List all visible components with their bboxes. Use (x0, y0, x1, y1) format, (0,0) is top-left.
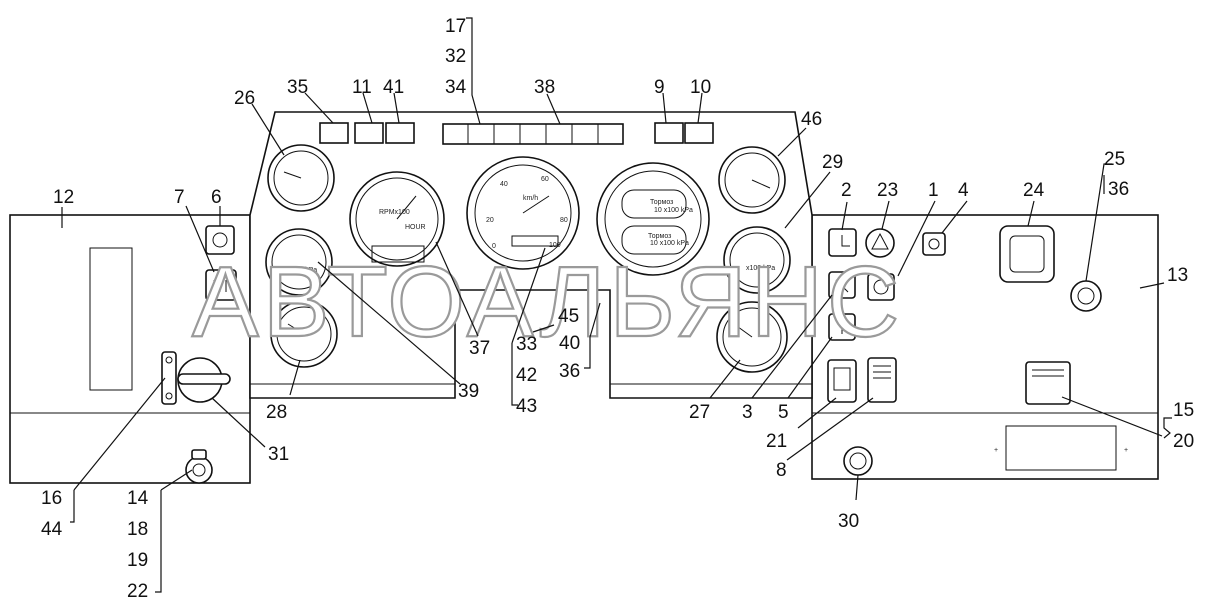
callout-4: 4 (958, 180, 969, 201)
tacho-unit: RPMx100 (379, 209, 410, 216)
speedo-80: 80 (560, 217, 568, 224)
svg-text:+: + (1124, 447, 1128, 454)
callout-10: 10 (690, 77, 711, 98)
callout-22: 22 (127, 581, 148, 602)
callout-36-right: 36 (1108, 179, 1129, 200)
pressure-unit-right: x100 kPa (746, 265, 775, 272)
callout-6: 6 (211, 187, 222, 208)
callout-21: 21 (766, 431, 787, 452)
callout-12: 12 (53, 187, 74, 208)
callout-14: 14 (127, 488, 149, 509)
speedo-20: 20 (486, 217, 494, 224)
callout-43: 43 (516, 396, 537, 417)
instrument-cluster: x100 kPa RPMx100 HOUR km/h 60 80 100 20 … (249, 111, 813, 399)
callout-8: 8 (776, 460, 787, 481)
callout-26: 26 (234, 88, 255, 109)
callout-27: 27 (689, 402, 710, 423)
callout-17: 17 (445, 16, 466, 37)
callout-25: 25 (1104, 149, 1125, 170)
callouts: 17 32 34 38 9 10 35 11 41 26 46 29 25 36… (41, 16, 1194, 602)
callout-35: 35 (287, 77, 308, 98)
callout-2: 2 (841, 180, 852, 201)
callout-20: 20 (1173, 431, 1194, 452)
callout-32: 32 (445, 46, 466, 67)
speedo-unit: km/h (523, 195, 538, 202)
leader-lines (61, 17, 1172, 593)
callout-29: 29 (822, 152, 843, 173)
callout-3: 3 (742, 402, 753, 423)
callout-9: 9 (654, 77, 665, 98)
right-panel: + + (811, 214, 1159, 480)
callout-39: 39 (458, 381, 479, 402)
callout-15: 15 (1173, 400, 1194, 421)
callout-45: 45 (558, 306, 579, 327)
left-panel (9, 214, 251, 484)
brake-scale-1: 10 x100 kPa (654, 207, 693, 214)
pressure-unit-left: x100 kPa (288, 267, 317, 274)
watermark: АВТОАЛЬЯНС (192, 246, 903, 358)
callout-18: 18 (127, 519, 148, 540)
speedo-40: 40 (500, 181, 508, 188)
callout-41: 41 (383, 77, 404, 98)
callout-5: 5 (778, 402, 789, 423)
brake-scale-2: 10 x100 kPa (650, 240, 689, 247)
callout-19: 19 (127, 550, 148, 571)
callout-31: 31 (268, 444, 289, 465)
callout-16: 16 (41, 488, 62, 509)
callout-34: 34 (445, 77, 467, 98)
callout-7: 7 (174, 187, 185, 208)
callout-28: 28 (266, 402, 287, 423)
callout-23: 23 (877, 180, 898, 201)
callout-46: 46 (801, 109, 822, 130)
callout-33: 33 (516, 334, 537, 355)
callout-38: 38 (534, 77, 555, 98)
callout-37: 37 (469, 338, 490, 359)
speedo-60: 60 (541, 176, 549, 183)
callout-40: 40 (559, 333, 580, 354)
callout-36-center: 36 (559, 361, 580, 382)
speedo-0: 0 (492, 243, 496, 250)
brake-label-1: Тормоз (650, 199, 673, 206)
callout-24: 24 (1023, 180, 1045, 201)
callout-30: 30 (838, 511, 859, 532)
callout-44: 44 (41, 519, 63, 540)
callout-42: 42 (516, 365, 537, 386)
brake-label-2: Тормоз (648, 233, 671, 240)
callout-13: 13 (1167, 265, 1188, 286)
callout-11: 11 (352, 77, 372, 98)
tacho-sub: HOUR (405, 224, 426, 231)
svg-text:+: + (994, 447, 998, 454)
callout-1: 1 (928, 180, 939, 201)
